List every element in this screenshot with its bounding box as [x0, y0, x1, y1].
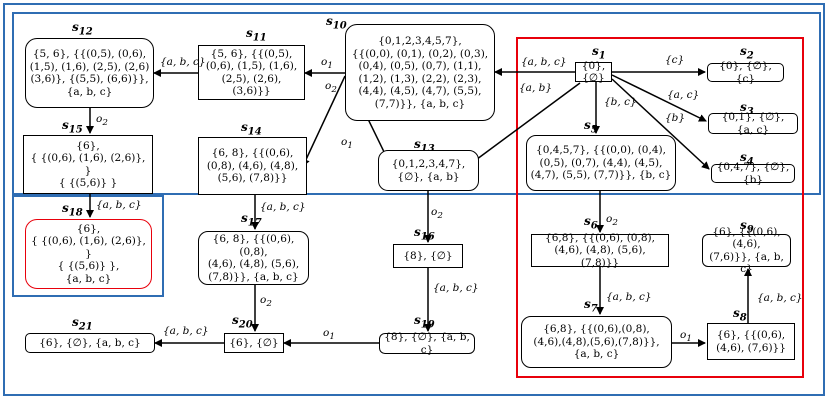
node-s19: {8}, {∅}, {a, b, c}	[379, 331, 475, 356]
node-s1: {0}, {∅}	[575, 60, 612, 84]
upper-blue-region	[12, 12, 821, 195]
edge-label-s7-s8: o1	[680, 329, 692, 345]
edge-s1-s3	[611, 74, 707, 122]
s5-label: s5	[584, 118, 598, 136]
s3-label: s3	[740, 100, 754, 118]
node-s18: {6}, { {(0,6), (1,6), (2,6)}, } { {(5,6)…	[25, 219, 152, 289]
node-s13: {0,1,2,3,4,7}, {∅}, {a, b}	[378, 150, 479, 191]
edge-label-s16-s19: {a, b, c}	[433, 282, 479, 294]
edge-s1-s4	[611, 78, 710, 170]
red-region	[516, 37, 804, 378]
s13-label: s13	[414, 137, 435, 155]
s18-blue-region	[12, 195, 164, 297]
node-s11: {5, 6}, {{(0,5), (0,6), (1,5), (1,6), (2…	[198, 45, 305, 100]
s1-label: s1	[592, 44, 606, 62]
edge-label-s11-s12: {a, b, c}	[160, 56, 206, 68]
edge-label-s1-s10: {a, b, c}	[521, 56, 567, 68]
edge-label-s6-s7: {a, b, c}	[606, 291, 652, 303]
edge-label-s1-s2: {c}	[665, 54, 685, 66]
edge-label-s15-s18: {a, b, c}	[96, 199, 142, 211]
s8-label: s8	[733, 306, 747, 324]
edge-s1-s13	[464, 82, 581, 169]
s21-label: s21	[72, 315, 93, 333]
edge-label-s10-s11-a: o1	[321, 56, 333, 72]
s17-label: s17	[241, 211, 262, 229]
node-s5: {0,4,5,7}, {{(0,0), (0,4), (0,5), (0,7),…	[526, 135, 676, 191]
edge-label-s10-s11-b: o2	[325, 80, 337, 96]
node-s8: {6}, {{(0,6), (4,6), (7,6)}}	[707, 323, 795, 360]
edge-label-s1-s5: {b, c}	[604, 96, 637, 108]
s18-label: s18	[62, 201, 83, 219]
edge-label-s13-s16: o2	[431, 206, 443, 222]
node-s14: {6, 8}, {{(0,6), (0,8), (4,6), (4,8), (5…	[198, 137, 307, 195]
node-s12: {5, 6}, {{(0,5), (0,6), (1,5), (1,6), (2…	[25, 38, 154, 108]
node-s20: {6}, {∅}	[224, 333, 284, 353]
node-s2: {0}, {∅}, {c}	[707, 60, 784, 85]
outer-blue-region	[3, 3, 825, 396]
node-s6: {6,8}, {{(0,6), (0,8), (4,6), (4,8), (5,…	[531, 232, 669, 269]
edge-label-s1-s3: {a, c}	[667, 89, 700, 101]
s19-label: s19	[414, 313, 435, 331]
node-s10: {0,1,2,3,4,5,7}, {{(0,0), (0,1), (0,2), …	[345, 24, 495, 121]
s10-label: s10	[326, 14, 347, 32]
node-s16: {8}, {∅}	[393, 244, 463, 268]
s7-label: s7	[584, 297, 598, 315]
edge-label-s1-s13: {a, b}	[519, 82, 553, 94]
edge-s10-s11-b	[302, 75, 346, 167]
s16-label: s16	[414, 225, 435, 243]
node-s21: {6}, {∅}, {a, b, c}	[25, 333, 155, 353]
node-s9: {6}, {{(0,6),(4,6), (7,6)}}, {a, b, c}	[702, 226, 791, 275]
s9-label: s9	[740, 218, 754, 236]
s20-label: s20	[232, 313, 253, 331]
edge-label-s20-s21: {a, b, c}	[163, 325, 209, 337]
node-s7: {6,8}, {{(0,6),(0,8), (4,6),(4,8),(5,6),…	[521, 316, 672, 368]
s14-label: s14	[241, 120, 262, 138]
s11-label: s11	[246, 26, 267, 44]
edge-label-s5-s6: o2	[606, 213, 618, 229]
edge-label-s14-s17: {a, b, c}	[260, 201, 306, 213]
node-s15: {6}, { {(0,6), (1,6), (2,6)}, } { {(5,6)…	[23, 135, 153, 194]
s15-label: s15	[62, 118, 83, 136]
node-s4: {0,4,7}, {∅}, {b}	[711, 161, 795, 186]
s2-label: s2	[740, 44, 754, 62]
edge-label-s10-s13: o1	[341, 136, 353, 152]
edge-label-s8-s9: {a, b, c}	[757, 292, 803, 304]
edge-label-s17-s20: o2	[260, 294, 272, 310]
edge-label-s1-s4: {b}	[665, 112, 686, 124]
node-s17: {6, 8}, {{(0,6), (0,8), (4,6), (4,8), (5…	[198, 231, 309, 285]
edge-label-s19-s20: o1	[323, 327, 335, 343]
s6-label: s6	[584, 214, 598, 232]
node-s3: {0,1}, {∅}, {a, c}	[708, 111, 798, 136]
s12-label: s12	[72, 20, 93, 38]
edge-label-s12-s15: o2	[96, 113, 108, 129]
s4-label: s4	[740, 150, 754, 168]
